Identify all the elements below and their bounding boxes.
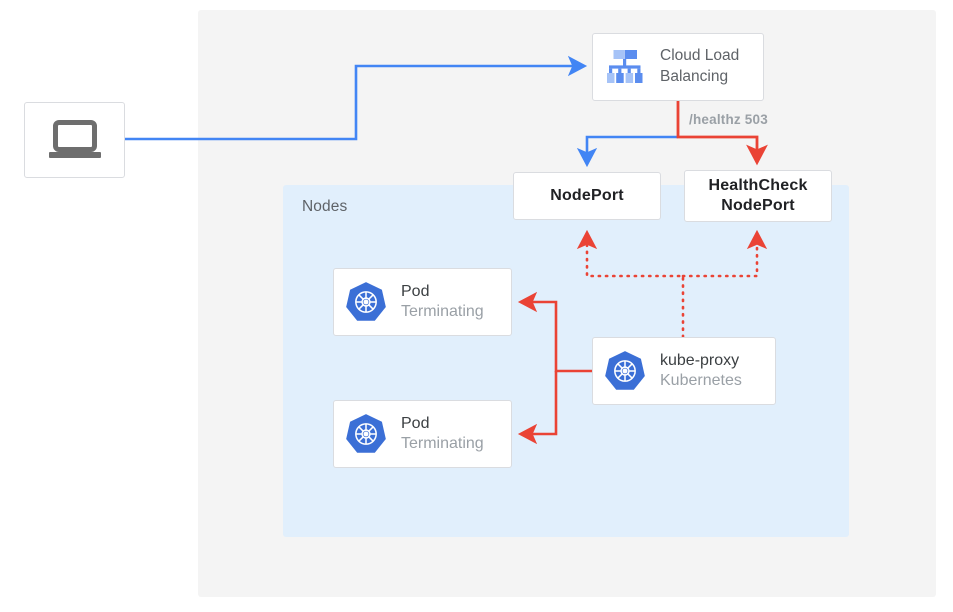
cloud-load-balancing-label-line1: Cloud Load xyxy=(660,47,740,65)
kubernetes-icon xyxy=(343,411,389,457)
pod-terminating-1-text: Pod Terminating xyxy=(401,282,484,323)
kube-proxy-text: kube-proxy Kubernetes xyxy=(660,351,742,392)
nodeport-label: NodePort xyxy=(550,187,624,204)
cloud-load-balancing-icon xyxy=(602,44,648,90)
pod-terminating-1-sublabel: Terminating xyxy=(401,303,484,320)
cloud-load-balancing-label-line2: Balancing xyxy=(660,68,729,85)
cloud-load-balancing-text: Cloud Load Balancing xyxy=(660,46,739,88)
kubernetes-icon xyxy=(602,348,648,394)
healthcheck-nodeport-label-line1: HealthCheck xyxy=(708,177,808,194)
pod-terminating-1-label: Pod xyxy=(401,282,430,300)
client-device-card xyxy=(24,102,125,178)
kube-proxy-card: kube-proxy Kubernetes xyxy=(592,337,776,405)
healthcheck-nodeport-label-line2: NodePort xyxy=(721,197,795,214)
pod-terminating-2-card: Pod Terminating xyxy=(333,400,512,468)
cloud-load-balancing-card: Cloud Load Balancing xyxy=(592,33,764,101)
healthcheck-nodeport-card: HealthCheck NodePort xyxy=(684,170,832,222)
pod-terminating-2-sublabel: Terminating xyxy=(401,435,484,452)
healthz-503-label: /healthz 503 xyxy=(689,112,768,127)
kube-proxy-sublabel: Kubernetes xyxy=(660,372,742,389)
nodeport-card: NodePort xyxy=(513,172,661,220)
pod-terminating-1-card: Pod Terminating xyxy=(333,268,512,336)
pod-terminating-2-label: Pod xyxy=(401,414,430,432)
kube-proxy-label: kube-proxy xyxy=(660,351,740,369)
kubernetes-icon xyxy=(343,279,389,325)
nodes-region-label: Nodes xyxy=(302,198,348,215)
laptop-icon xyxy=(47,118,103,162)
pod-terminating-2-text: Pod Terminating xyxy=(401,414,484,455)
